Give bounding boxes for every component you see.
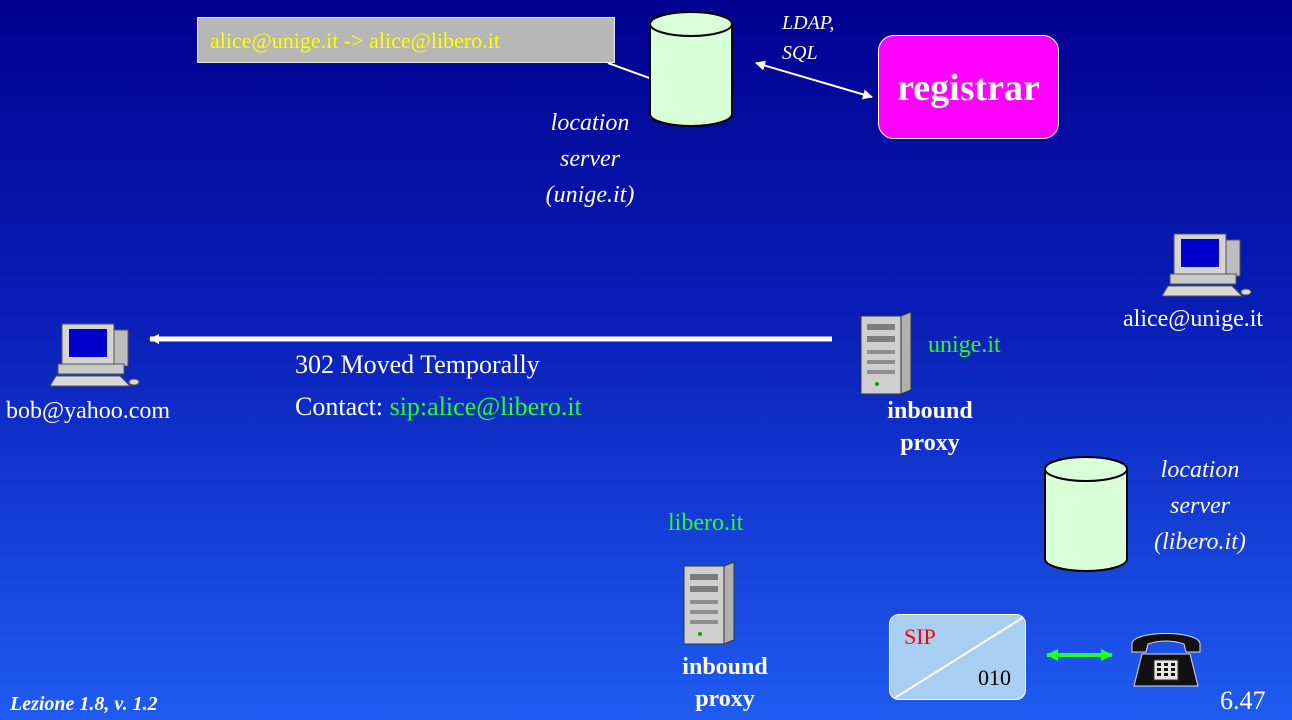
libero-proxy-line1: inbound	[682, 654, 768, 680]
response-contact-line: Contact: sip:alice@libero.it	[295, 392, 582, 422]
ldap-sql-arrow	[755, 60, 873, 100]
libero-proxy-label: inbound proxy	[655, 651, 795, 715]
unige-domain-label: unige.it	[928, 332, 1001, 358]
protocol-line2: SQL	[782, 42, 818, 64]
protocol-line1: LDAP,	[782, 12, 835, 34]
contact-value: sip:alice@libero.it	[389, 392, 582, 421]
alice-label: alice@unige.it	[1123, 306, 1264, 332]
libero-proxy-line2: proxy	[695, 686, 755, 712]
location-server-libero-line2: server	[1170, 493, 1230, 519]
location-mapping-box: alice@unige.it -> alice@libero.it	[197, 17, 615, 63]
sip-gateway-diagonal	[891, 615, 1025, 699]
sip-gateway-label: SIP	[904, 624, 936, 649]
protocol-label: LDAP, SQL	[782, 8, 834, 68]
unige-proxy-line2: proxy	[900, 430, 960, 456]
libero-domain-label: libero.it	[668, 510, 744, 536]
lesson-footer: Lezione 1.8, v. 1.2	[10, 693, 158, 715]
bob-label: bob@yahoo.com	[6, 398, 171, 424]
location-server-unige-line2: server	[560, 146, 620, 172]
location-server-libero-line1: location	[1160, 457, 1240, 483]
libero-proxy-server-icon	[683, 561, 735, 645]
sip-gateway-number: 010	[978, 665, 1011, 690]
bob-computer-icon	[50, 323, 140, 387]
unige-proxy-line1: inbound	[887, 398, 973, 424]
location-server-libero-line3: (libero.it)	[1154, 529, 1246, 555]
location-server-libero-icon	[1044, 456, 1128, 572]
registrar-box: registrar	[878, 35, 1059, 139]
alice-computer-icon	[1162, 233, 1252, 297]
telephone-icon	[1131, 633, 1201, 687]
location-server-unige-label: location server (unige.it)	[510, 105, 670, 213]
unige-proxy-label: inbound proxy	[860, 395, 1000, 459]
location-server-unige-icon	[649, 11, 733, 127]
slide-number: 6.47	[1220, 686, 1266, 715]
contact-prefix: Contact:	[295, 392, 384, 421]
unige-proxy-server-icon	[860, 311, 912, 395]
location-server-libero-label: location server (libero.it)	[1120, 452, 1280, 560]
response-status-text: 302 Moved Temporally	[295, 350, 540, 379]
sip-gateway-box: SIP 010	[889, 614, 1026, 700]
location-server-unige-line1: location	[550, 110, 630, 136]
location-server-unige-line3: (unige.it)	[545, 182, 635, 208]
